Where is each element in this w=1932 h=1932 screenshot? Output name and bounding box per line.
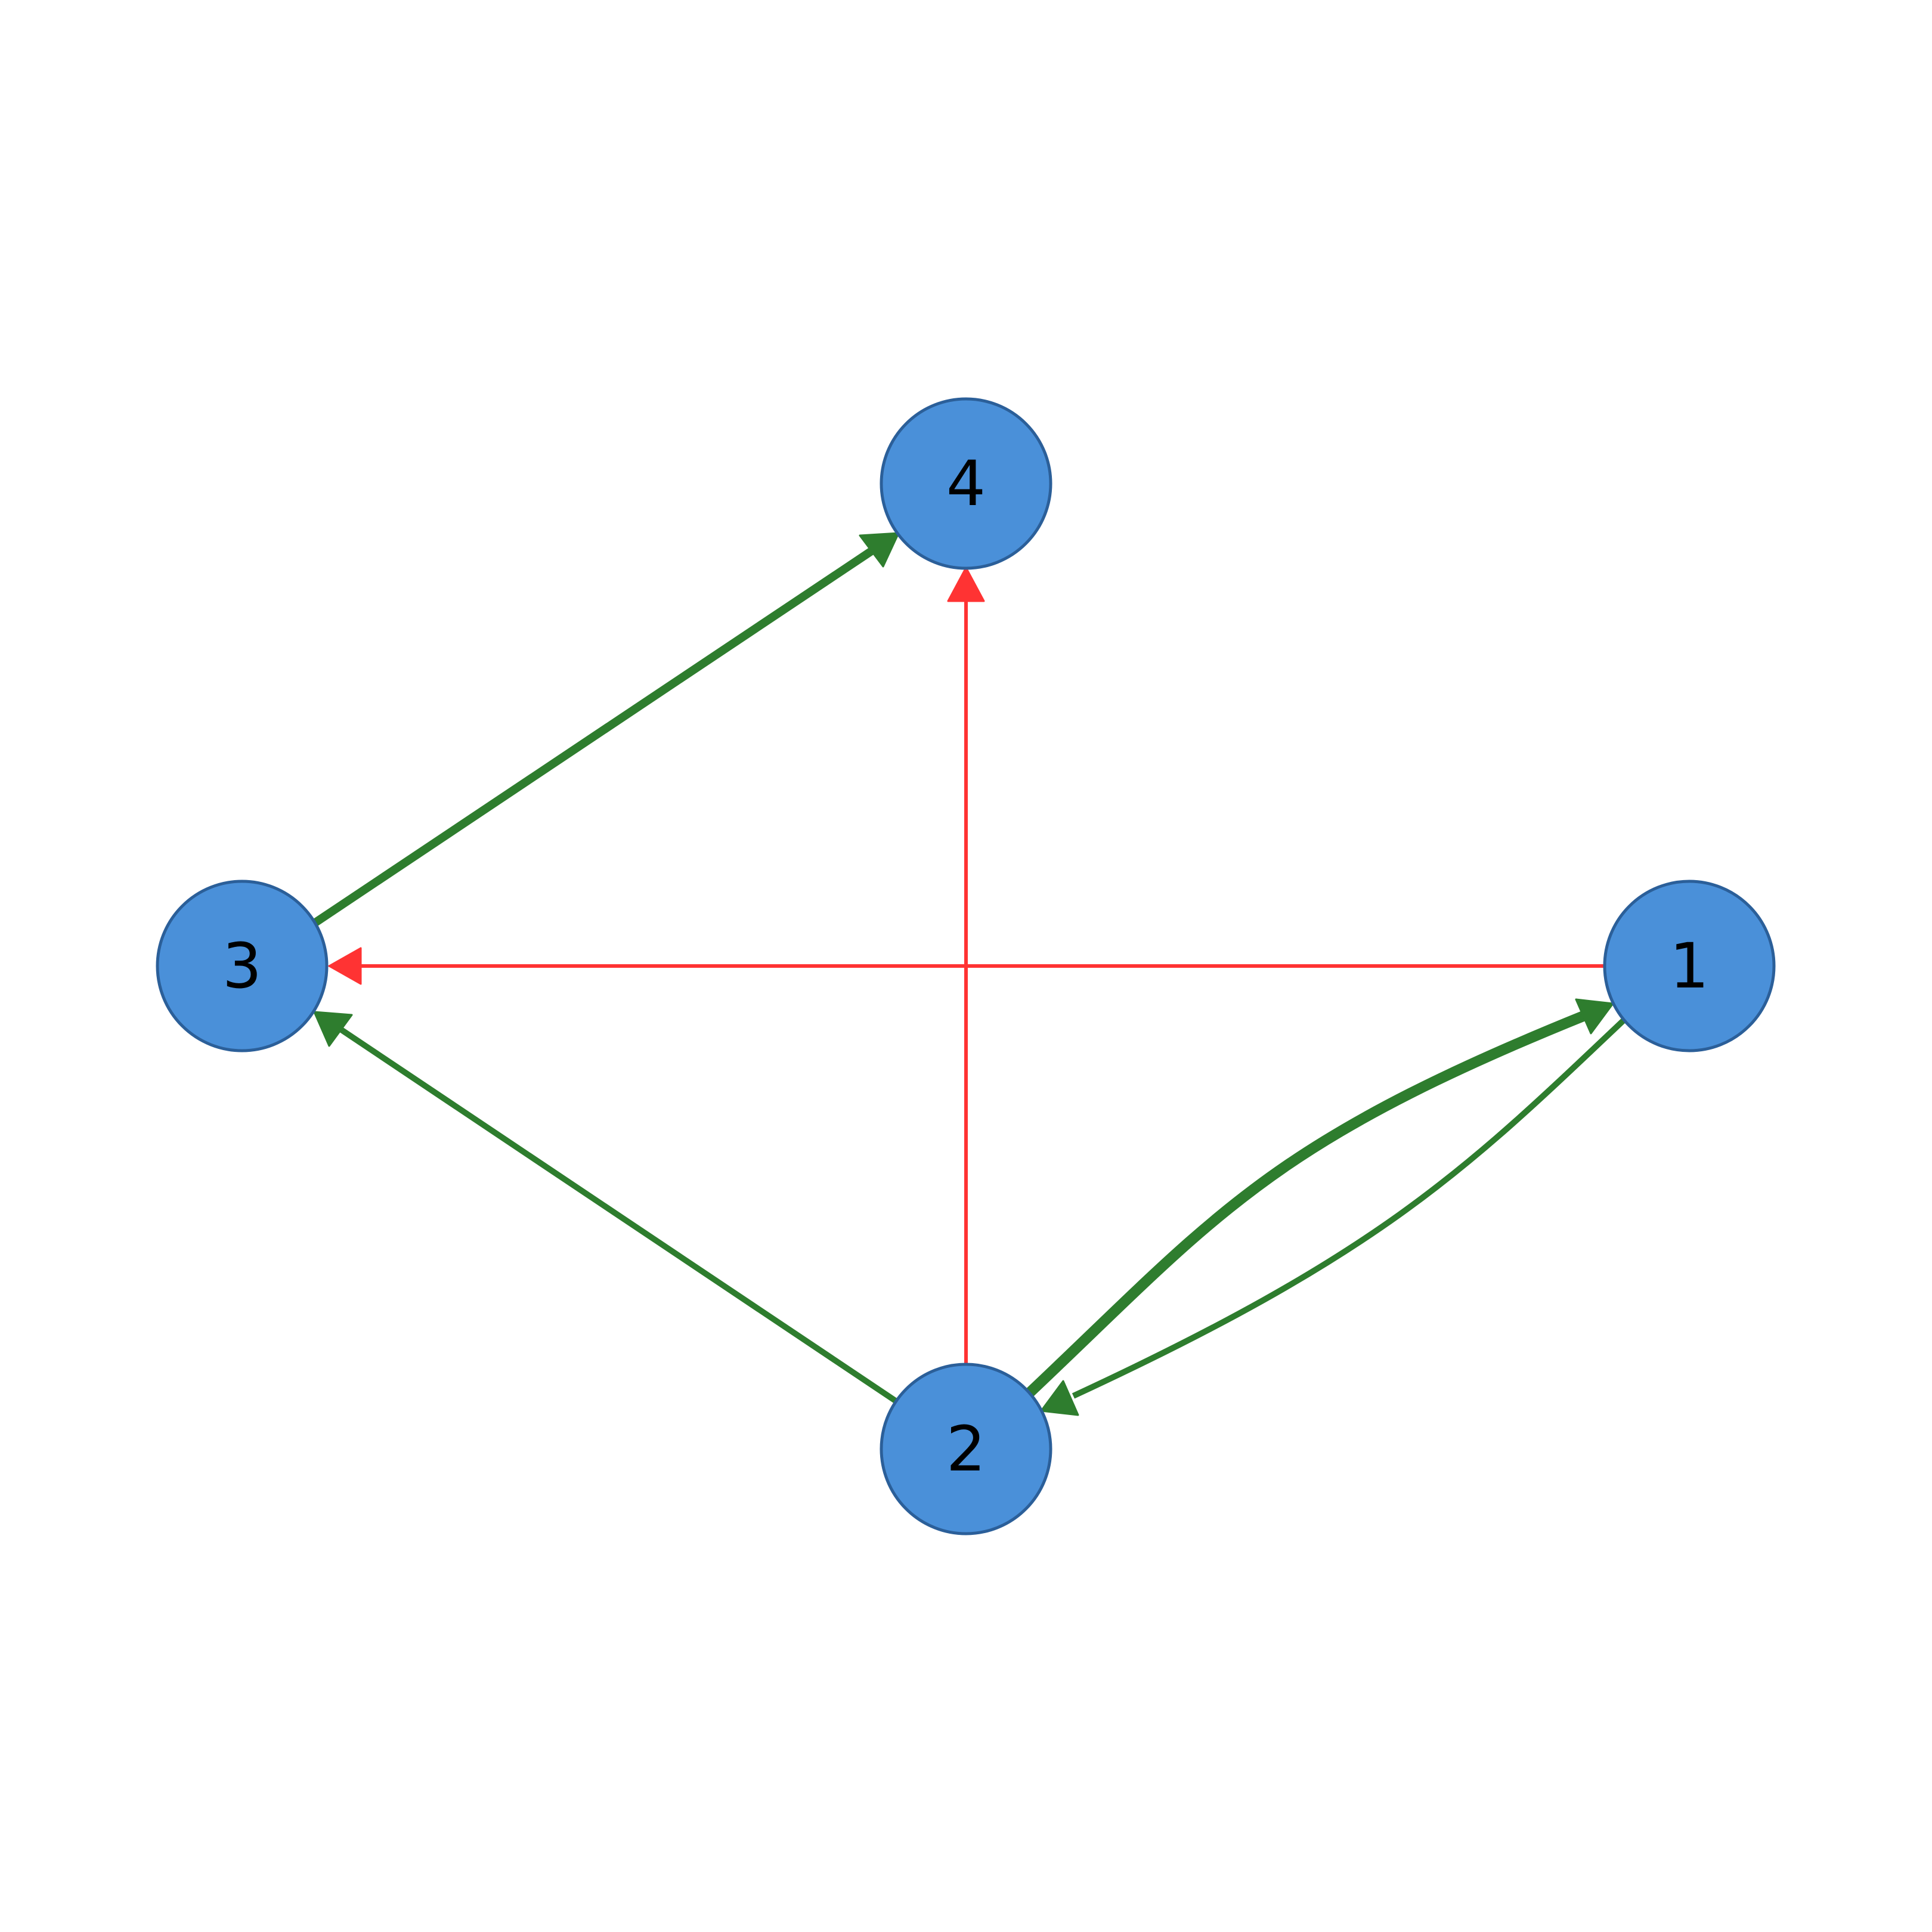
edge-1-to-3 (328, 947, 1604, 985)
node-1: 1 (1603, 880, 1776, 1052)
edge-2-to-4 (947, 566, 985, 1364)
edge-arrowhead-1-3 (328, 947, 362, 985)
edge-arrowhead-2-3 (313, 1011, 353, 1047)
edge-arrowhead-2-1 (1575, 998, 1614, 1035)
node-label-1: 1 (1670, 930, 1709, 1002)
edge-layer (313, 532, 1627, 1416)
edge-2-to-1 (1023, 998, 1614, 1400)
edge-arrowhead-1-2 (1040, 1380, 1079, 1416)
node-label-3: 3 (222, 930, 262, 1002)
edge-1-to-2 (1040, 1017, 1627, 1416)
node-label-4: 4 (946, 447, 986, 520)
node-circle-4 (880, 397, 1052, 570)
edge-line-3-4 (313, 542, 882, 926)
edge-2-to-3 (313, 1011, 898, 1404)
edge-line-2-1 (1023, 1010, 1589, 1400)
node-label-2: 2 (946, 1413, 986, 1485)
node-2: 2 (880, 1363, 1052, 1535)
node-layer: 4 3 1 2 (156, 397, 1776, 1535)
edge-line-2-3 (335, 1024, 898, 1404)
edge-arrowhead-3-4 (859, 532, 900, 568)
node-3: 3 (156, 880, 329, 1052)
node-4: 4 (880, 397, 1052, 570)
edge-3-to-4 (313, 532, 900, 926)
edge-arrowhead-2-4 (947, 566, 985, 602)
node-circle-1 (1603, 880, 1776, 1052)
node-circle-3 (156, 880, 329, 1052)
node-circle-2 (880, 1363, 1052, 1535)
edge-line-1-2 (1072, 1017, 1627, 1399)
